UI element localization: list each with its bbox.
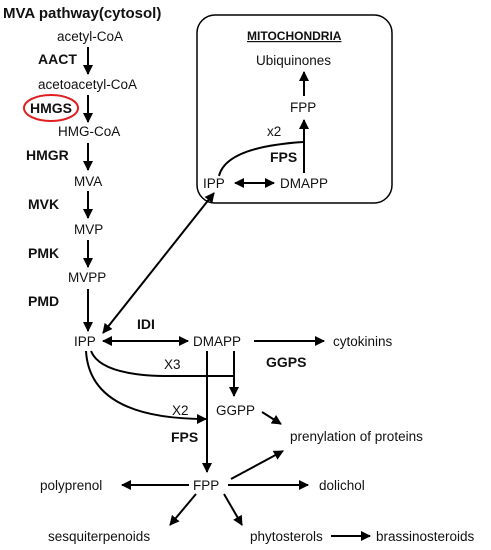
- enzyme-ggps: GGPS: [266, 354, 306, 370]
- enzyme-pmk: PMK: [28, 245, 59, 261]
- arrow-fpp-prenylation: [230, 450, 284, 480]
- node-acetoacetyl-coa: acetoacetyl-CoA: [38, 77, 137, 92]
- node-sesquiterpenoids: sesquiterpenoids: [48, 529, 150, 544]
- mito-ipp: IPP: [203, 176, 225, 191]
- mitochondria-label: MITOCHONDRIA: [247, 29, 342, 43]
- node-mva: MVA: [74, 174, 102, 189]
- arrow-mito-ipp-curve: [218, 141, 304, 177]
- node-acetyl-coa: acetyl-CoA: [57, 29, 123, 44]
- label-x2: X2: [172, 403, 189, 418]
- enzyme-hmgs: HMGS: [30, 100, 72, 116]
- arrow-ggpp-prenylation: [261, 411, 282, 425]
- diagram-title: MVA pathway(cytosol): [3, 5, 161, 22]
- hmgs-highlight-circle: [23, 94, 79, 122]
- mito-ubiquinones: Ubiquinones: [256, 53, 331, 68]
- mito-fps-enzyme: FPS: [270, 149, 297, 165]
- arrow-ipp-fpp-curve: [85, 350, 207, 424]
- node-dolichol: dolichol: [319, 478, 365, 493]
- arrow-fpp-phytosterols: [223, 493, 243, 526]
- node-hmg-coa: HMG-CoA: [58, 124, 120, 139]
- enzyme-pmd: PMD: [28, 293, 59, 309]
- mito-x2-label: x2: [267, 124, 281, 139]
- node-ggpp: GGPP: [216, 403, 255, 418]
- enzyme-idi: IDI: [137, 316, 155, 332]
- node-polyprenol: polyprenol: [40, 478, 102, 493]
- node-mvpp: MVPP: [68, 270, 106, 285]
- node-dmapp: DMAPP: [193, 334, 241, 349]
- enzyme-fps: FPS: [171, 429, 198, 445]
- label-x3: X3: [164, 357, 181, 372]
- arrow-ipp-mito-transport: [102, 192, 215, 334]
- mito-fpp: FPP: [290, 100, 316, 115]
- enzyme-aact: AACT: [38, 51, 77, 67]
- node-cytokinins: cytokinins: [333, 334, 393, 349]
- enzyme-mvk: MVK: [28, 196, 59, 212]
- node-ipp: IPP: [74, 334, 96, 349]
- node-brassinosteroids: brassinosteroids: [376, 529, 475, 544]
- node-mvp: MVP: [74, 222, 103, 237]
- node-fpp: FPP: [193, 478, 219, 493]
- arrow-ipp-ggpp-curve: [90, 350, 234, 377]
- arrow-fpp-sesquiterpenoids: [169, 493, 197, 526]
- mitochondria-box: [196, 14, 393, 204]
- node-phytosterols: phytosterols: [250, 529, 323, 544]
- node-prenylation: prenylation of proteins: [290, 429, 423, 444]
- enzyme-hmgr: HMGR: [26, 147, 69, 163]
- mito-dmapp: DMAPP: [280, 176, 328, 191]
